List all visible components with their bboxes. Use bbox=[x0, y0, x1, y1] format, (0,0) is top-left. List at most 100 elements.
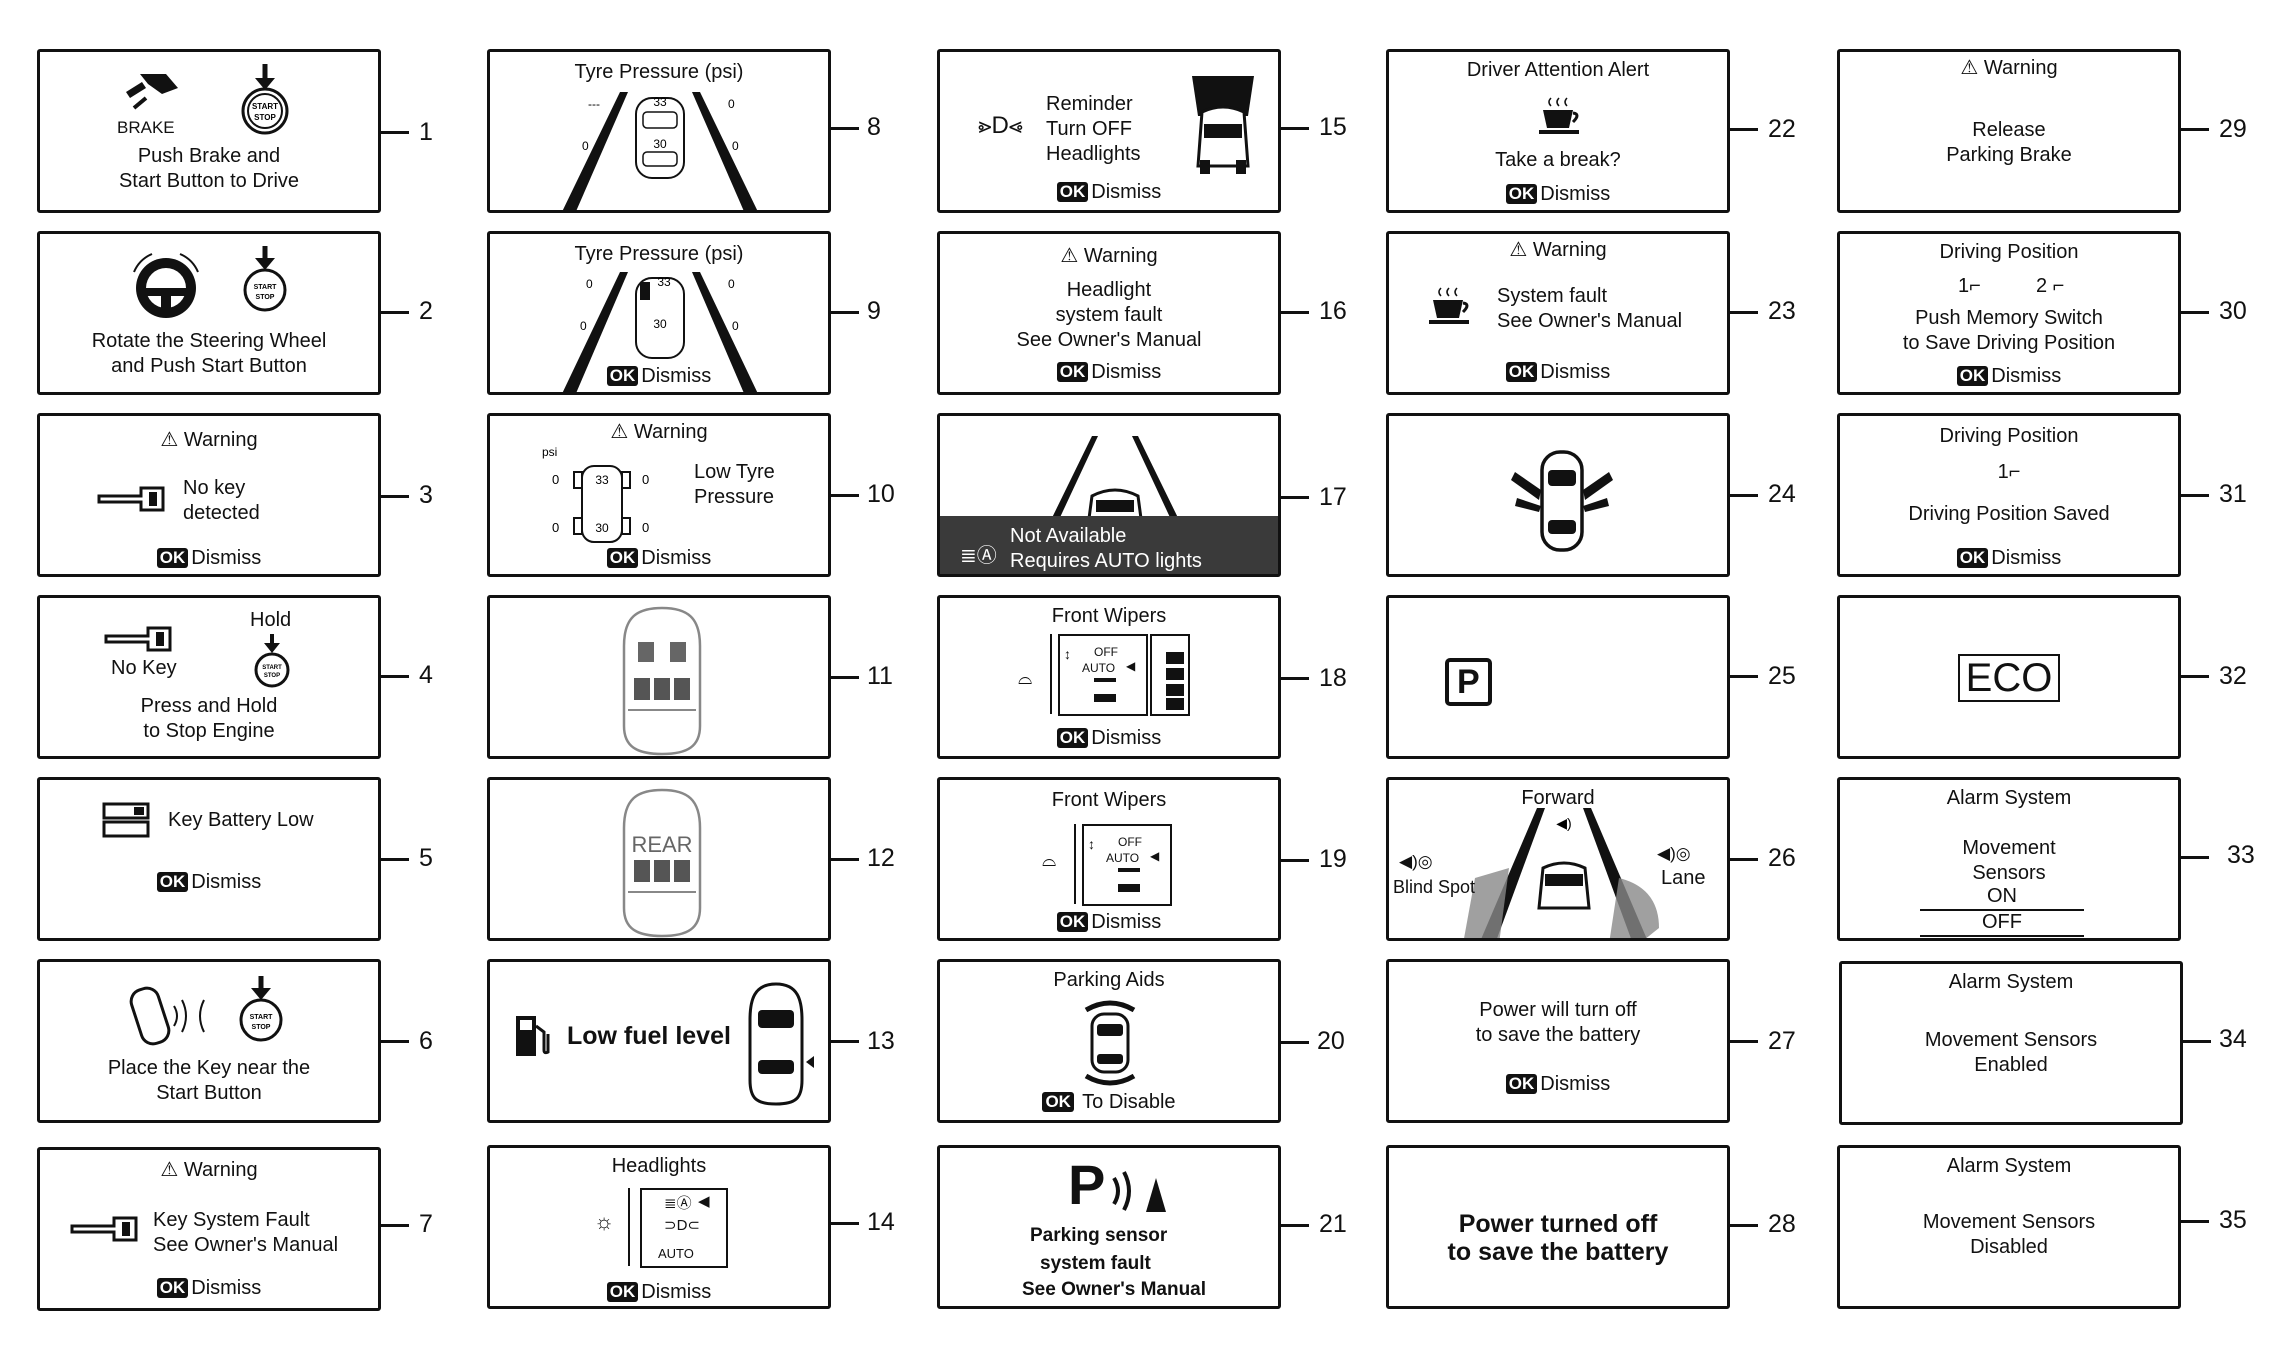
disable-button[interactable]: OK To Disable bbox=[940, 1090, 1278, 1115]
key-fob-icon bbox=[129, 986, 205, 1046]
number-29: 29 bbox=[2219, 115, 2247, 143]
panel-14-title: Headlights bbox=[611, 1155, 707, 1177]
number-10: 10 bbox=[867, 480, 895, 508]
number-9: 9 bbox=[867, 297, 881, 325]
panel-31-title: Driving Position bbox=[1939, 425, 2079, 447]
speaker-icon: ◀)◎ bbox=[1399, 852, 1433, 871]
svg-text:33: 33 bbox=[595, 473, 609, 487]
seat-icon: ⌐ bbox=[1969, 275, 1981, 297]
number-33: 33 bbox=[2227, 841, 2255, 869]
alarm-on-off-selector[interactable]: ON OFF bbox=[1920, 884, 2084, 937]
panel-5-line1: Key Battery Low bbox=[168, 809, 314, 831]
number-25: 25 bbox=[1768, 662, 1796, 690]
tyre-car-icon: 33 30 --- 0 0 0 bbox=[562, 92, 758, 210]
svg-text:30: 30 bbox=[653, 317, 667, 331]
car-top-seats-icon bbox=[622, 606, 702, 756]
panel-21-line2: system fault bbox=[1040, 1253, 1151, 1274]
panel-23-line2: See Owner's Manual bbox=[1497, 310, 1683, 332]
panel-31-line1: Driving Position Saved bbox=[1908, 503, 2110, 525]
panel-29-line2: Parking Brake bbox=[1946, 144, 2072, 166]
key-fob-icon bbox=[102, 802, 150, 838]
panel-23-warning: ⚠ Warning bbox=[1509, 239, 1607, 261]
svg-text:33: 33 bbox=[657, 275, 671, 289]
number-34: 34 bbox=[2219, 1025, 2247, 1053]
headlight-selector[interactable]: ≣Ⓐ ◀ ⊃D⊂ AUTO bbox=[640, 1188, 728, 1268]
parking-icon: P bbox=[1068, 1153, 1106, 1216]
panel-35-line1: Movement Sensors bbox=[1922, 1211, 2096, 1233]
wiper-selector[interactable]: ↕ OFF AUTO ◀ bbox=[1058, 634, 1148, 716]
panel-10-line2: Pressure bbox=[694, 486, 775, 508]
panel-17-not-available: ≣Ⓐ Not Available Requires AUTO lights bbox=[937, 413, 1281, 577]
tyre-car-icon: psi 33 30 0 0 0 0 bbox=[542, 445, 649, 543]
svg-text:33: 33 bbox=[653, 95, 667, 109]
panel-10-warning: ⚠ Warning bbox=[610, 421, 708, 443]
panel-4-line1: Press and Hold bbox=[140, 695, 278, 717]
svg-text:0: 0 bbox=[728, 277, 735, 291]
number-22: 22 bbox=[1768, 115, 1796, 143]
panel-30-driving-position: Driving Position 1⌐ 2 ⌐ Push Memory Swit… bbox=[1837, 231, 2181, 395]
svg-text:---: --- bbox=[588, 97, 600, 111]
number-32: 32 bbox=[2219, 662, 2247, 690]
panel-28-line1: Power turned off bbox=[1458, 1210, 1658, 1238]
start-stop-button-icon: START STOP bbox=[239, 976, 283, 1042]
panel-26-right: Lane bbox=[1661, 867, 1706, 889]
svg-text:30: 30 bbox=[595, 521, 609, 535]
panel-26-left: Blind Spot bbox=[1393, 877, 1476, 897]
panel-35-alarm-disabled: Alarm System Movement Sensors Disabled bbox=[1837, 1145, 2181, 1309]
panel-34-title: Alarm System bbox=[1948, 971, 2074, 993]
number-2: 2 bbox=[419, 297, 433, 325]
panel-28-power-turned-off: Power turned off to save the battery bbox=[1386, 1145, 1730, 1309]
svg-text:psi: psi bbox=[542, 445, 557, 459]
panel-13-low-fuel: Low fuel level bbox=[487, 959, 831, 1123]
number-1: 1 bbox=[419, 118, 433, 146]
number-21: 21 bbox=[1319, 1210, 1347, 1238]
wiper-selector[interactable]: ↕ OFF AUTO ◀ bbox=[1082, 824, 1172, 906]
number-11: 11 bbox=[867, 662, 893, 690]
panel-1-line2: Start Button to Drive bbox=[118, 170, 300, 192]
svg-text:START: START bbox=[262, 665, 282, 671]
panel-29-line1: Release bbox=[1972, 119, 2046, 141]
number-27: 27 bbox=[1768, 1027, 1796, 1055]
panel-19-title: Front Wipers bbox=[1051, 789, 1167, 811]
headlight-icon: ⩺D⩹ bbox=[978, 112, 1023, 139]
panel-28-line2: to save the battery bbox=[1447, 1238, 1669, 1266]
stop-text: STOP bbox=[254, 113, 276, 122]
panel-4-hold: Hold bbox=[250, 609, 292, 631]
panel-10-low-tyre: ⚠ Warning psi 33 30 0 0 0 0 Low Tyre Pre… bbox=[487, 413, 831, 577]
door-open-car-icon bbox=[1511, 450, 1613, 552]
svg-text:0: 0 bbox=[642, 520, 649, 535]
number-13: 13 bbox=[867, 1027, 895, 1055]
svg-text:0: 0 bbox=[642, 472, 649, 487]
panel-2-line2: and Push Start Button bbox=[111, 355, 307, 377]
panel-16-line3: See Owner's Manual bbox=[1016, 329, 1202, 351]
panel-15-line2: Turn OFF bbox=[1046, 118, 1132, 140]
panel-20-title: Parking Aids bbox=[1053, 969, 1165, 991]
panel-9-title: Tyre Pressure (psi) bbox=[574, 243, 744, 265]
panel-15-line1: Reminder bbox=[1046, 93, 1133, 115]
speaker-icon: ◀)◎ bbox=[1657, 844, 1691, 863]
panel-7-line2: See Owner's Manual bbox=[153, 1234, 339, 1256]
panel-22-title: Driver Attention Alert bbox=[1466, 59, 1650, 81]
svg-text:START: START bbox=[254, 284, 278, 291]
headlight-icon: ⊃D⊂ bbox=[664, 1217, 700, 1234]
parking-sensor-car-icon bbox=[1084, 1000, 1136, 1086]
blind-spot-lane-icon: ◀) bbox=[1464, 808, 1659, 938]
